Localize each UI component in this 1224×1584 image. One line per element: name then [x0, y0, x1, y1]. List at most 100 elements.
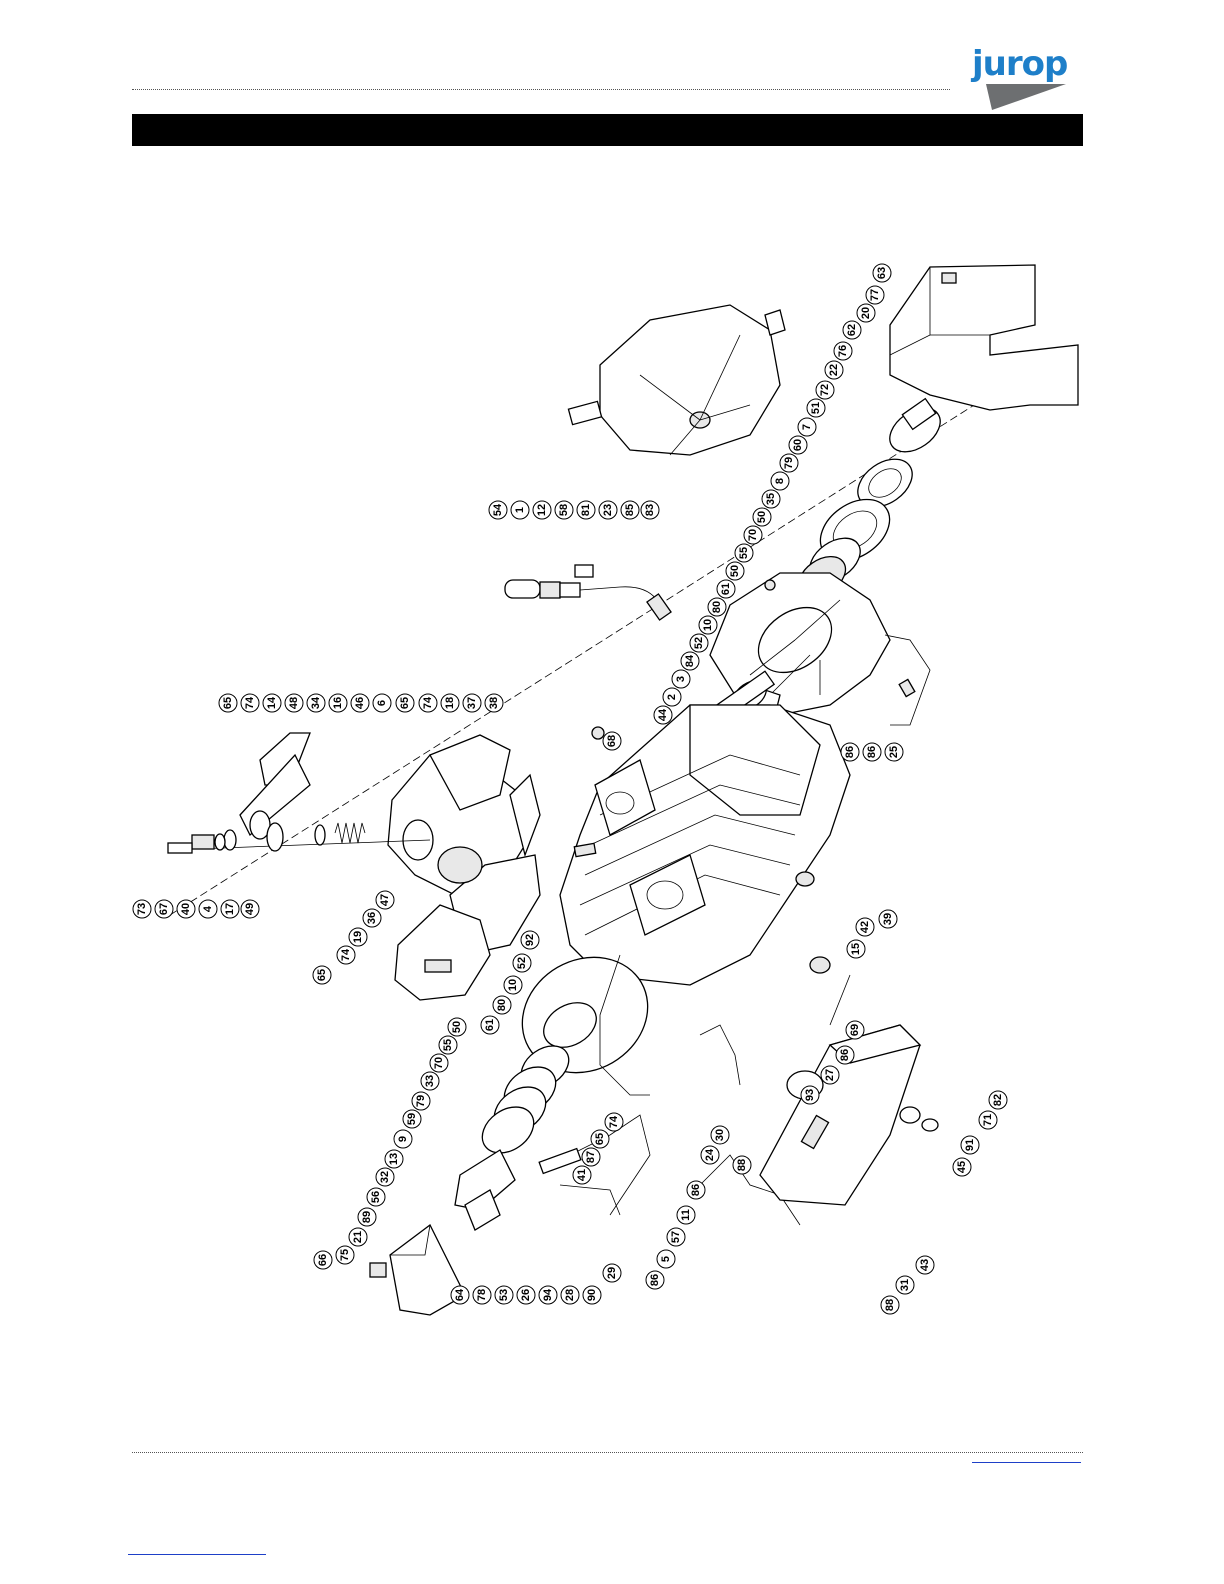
part-label-lower_middle-10: 88	[732, 1155, 752, 1175]
part-number: 61	[484, 1019, 496, 1031]
part-number: 15	[850, 943, 862, 955]
part-label-circle	[372, 693, 392, 713]
part-number: 53	[498, 1289, 510, 1301]
part-label-circle	[640, 500, 660, 520]
part-number: 42	[859, 921, 871, 933]
part-label-center-8: 15	[846, 939, 866, 959]
drain-plug	[795, 871, 815, 887]
part-label-lower_left-0: 50	[447, 1017, 467, 1037]
part-number: 8	[774, 478, 786, 484]
part-label-circle	[671, 669, 691, 689]
part-number: 86	[844, 746, 856, 758]
part-label-left_assembly-6: 46	[350, 693, 370, 713]
part-number: 21	[352, 1231, 364, 1243]
part-label-circle	[429, 1053, 449, 1073]
part-number: 26	[520, 1289, 532, 1301]
part-label-lower_left-14: 64	[450, 1285, 470, 1305]
part-label-circle	[716, 579, 736, 599]
part-number: 1	[514, 507, 526, 513]
part-number: 14	[266, 696, 278, 709]
part-label-circle	[602, 731, 622, 751]
part-label-circle	[313, 1250, 333, 1270]
part-number: 41	[576, 1169, 588, 1181]
part-label-lower_left-5: 59	[402, 1109, 422, 1129]
part-number: 24	[704, 1148, 716, 1161]
spring-assembly	[167, 732, 431, 854]
logo-wedge-icon	[986, 84, 1066, 110]
part-label-lower_left-2: 70	[429, 1053, 449, 1073]
exploded-view-svg: 6377206276227251760798355070555061801052…	[132, 263, 1079, 1316]
part-number: 89	[361, 1211, 373, 1223]
part-label-circle	[676, 1205, 696, 1225]
part-label-center-0: 68	[602, 731, 622, 751]
part-label-lower_middle-11: 30	[710, 1125, 730, 1145]
part-label-left_cover-1: 74	[336, 945, 356, 965]
part-label-circle	[538, 1285, 558, 1305]
part-number: 28	[564, 1289, 576, 1301]
part-number: 44	[657, 708, 669, 721]
part-label-circle	[884, 742, 904, 762]
part-number: 2	[666, 694, 678, 700]
part-label-circle	[878, 909, 898, 929]
part-number: 27	[824, 1069, 836, 1081]
part-number: 48	[288, 697, 300, 709]
part-label-circle	[686, 1180, 706, 1200]
part-label-circle	[604, 1112, 624, 1132]
part-number: 64	[454, 1288, 466, 1301]
top-inlet-pipe	[504, 564, 672, 621]
part-number: 50	[729, 565, 741, 577]
part-label-circle	[284, 693, 304, 713]
part-label-top_shaft-6: 72	[815, 380, 835, 400]
part-label-lower_left-17: 26	[516, 1285, 536, 1305]
part-label-circle	[375, 1167, 395, 1187]
part-label-lower_left-18: 94	[538, 1285, 558, 1305]
part-number: 32	[379, 1171, 391, 1183]
part-number: 66	[317, 1254, 329, 1266]
footer-link-right[interactable]	[972, 1462, 1081, 1463]
part-label-circle	[375, 890, 395, 910]
part-label-circle	[734, 543, 754, 563]
part-label-circle	[800, 1085, 820, 1105]
part-label-top_pipe-7: 83	[640, 500, 660, 520]
part-label-circle	[710, 1125, 730, 1145]
part-label-circle	[418, 693, 438, 713]
part-number: 43	[919, 1259, 931, 1271]
lower-flanges	[454, 1045, 570, 1231]
part-label-top_shaft-11: 8	[770, 471, 790, 491]
part-label-top_shaft-20: 52	[689, 633, 709, 653]
part-label-tank-1: 71	[978, 1110, 998, 1130]
part-number: 34	[310, 696, 322, 709]
part-label-right_top_pipe-2: 25	[884, 742, 904, 762]
part-label-top_shaft-5: 22	[824, 360, 844, 380]
part-number: 18	[444, 697, 456, 709]
jurop-logo: jurop	[972, 44, 1084, 110]
part-label-left_assembly-10: 18	[440, 693, 460, 713]
part-number: 85	[624, 504, 636, 516]
part-number: 62	[846, 324, 858, 336]
part-label-lower_left-12: 75	[335, 1245, 355, 1265]
part-label-circle	[725, 561, 745, 581]
part-number: 7	[801, 424, 813, 430]
part-number: 74	[608, 1115, 620, 1128]
part-number: 91	[964, 1139, 976, 1151]
part-number: 47	[379, 894, 391, 906]
part-number: 4	[202, 905, 214, 912]
part-number: 49	[244, 903, 256, 915]
drive-guard	[889, 264, 1079, 411]
part-label-circle	[218, 693, 238, 713]
part-label-tank-2: 91	[960, 1135, 980, 1155]
part-number: 11	[680, 1209, 692, 1221]
part-label-circle	[576, 500, 596, 520]
part-label-tank-5: 31	[895, 1275, 915, 1295]
part-number: 63	[876, 267, 888, 279]
part-label-top_pipe-3: 58	[554, 500, 574, 520]
part-label-circle	[865, 285, 885, 305]
part-number: 74	[340, 948, 352, 961]
part-number: 36	[366, 912, 378, 924]
footer-link-left[interactable]	[128, 1554, 266, 1555]
part-number: 69	[849, 1024, 861, 1036]
part-label-circle	[620, 500, 640, 520]
part-label-center-12: 93	[800, 1085, 820, 1105]
part-label-circle	[988, 1090, 1008, 1110]
part-label-circle	[154, 899, 174, 919]
